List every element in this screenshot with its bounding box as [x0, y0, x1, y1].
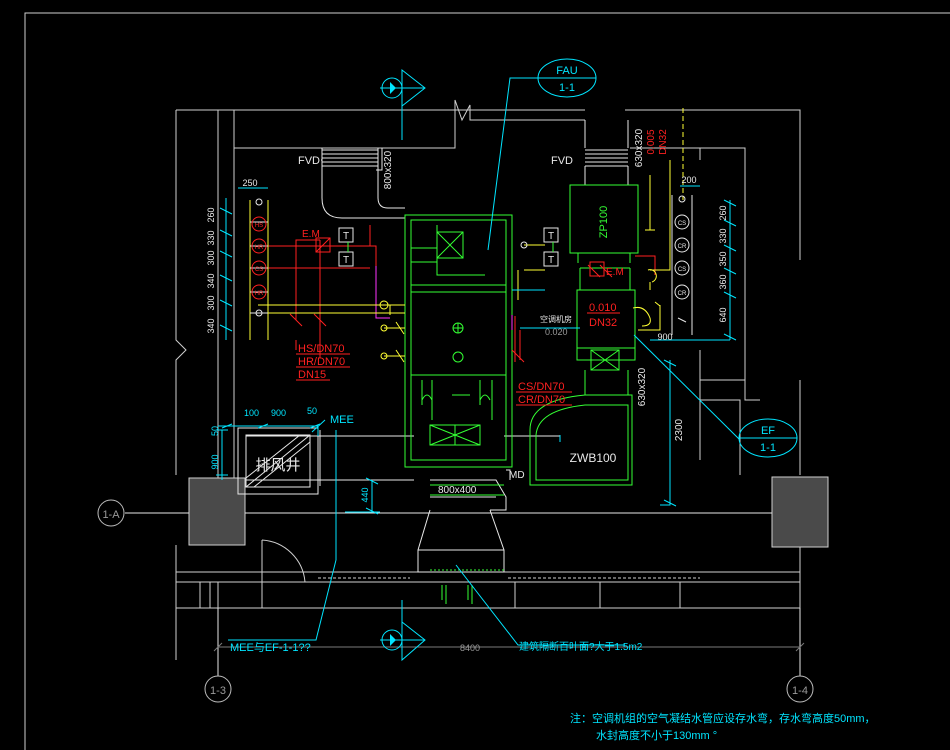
dim-50: 50: [307, 406, 317, 416]
dim-left: 300: [206, 295, 216, 310]
silencer-zp100: [569, 184, 639, 290]
dim-left: 300: [206, 250, 216, 265]
yellow-piping: [258, 108, 684, 363]
dim-right: 360: [718, 274, 728, 289]
pipe-tag-right: CR: [678, 291, 687, 297]
dim-right: 350: [718, 251, 728, 266]
dim-440: 440: [360, 487, 370, 502]
pipe-tag-right: CS: [678, 267, 686, 273]
fan-box: [576, 289, 636, 395]
fvd-right-label: FVD: [551, 155, 573, 167]
duct-size-800x320: 800x320: [383, 150, 394, 189]
pipe-tag-right: CS: [678, 221, 686, 227]
dim-right: 640: [718, 307, 728, 322]
hr-label: HR/DN70: [298, 356, 345, 368]
fau-label-top: FAU: [556, 65, 577, 77]
vent-note: 建筑隔断百叶面?大于1.5m2: [519, 640, 643, 653]
building-walls: [175, 99, 829, 660]
duct-size-630x320-top: 630x320: [634, 128, 645, 167]
note-line-1: 注：空调机组的空气凝结水管应设存水弯，存水弯高度50mm，: [570, 711, 876, 725]
hs-label: HS/DN70: [298, 343, 344, 355]
dim-left: 340: [206, 318, 216, 333]
t-sensor-label: T: [548, 255, 554, 266]
t-sensor-label: T: [548, 231, 554, 242]
water-pipes: [258, 225, 656, 363]
ef-label-bottom: 1-1: [760, 442, 776, 454]
dim-left-250: 250: [242, 178, 257, 188]
dim-right-200: 200: [681, 175, 696, 185]
dn15-label: DN15: [298, 369, 326, 381]
slope-0010: 0.010: [589, 302, 617, 314]
duct-size-800x400: 800x400: [438, 485, 477, 496]
t-sensor-label: T: [343, 255, 349, 266]
cs-label: CS/DN70: [518, 381, 564, 393]
t-sensor-boxes: [338, 227, 559, 267]
axis-label-1a: 1-A: [102, 509, 120, 521]
dn32-label: DN32: [589, 317, 617, 329]
section-marker-top: [380, 68, 426, 140]
dim-900v: 900: [210, 454, 220, 469]
em-left-label: E.M: [302, 229, 320, 240]
zwb100-label: ZWB100: [570, 451, 617, 465]
mee-note: MEE与EF-1-1??: [230, 641, 311, 654]
dim-2300: 2300: [674, 418, 685, 441]
pipe-dn32-top: DN32: [658, 129, 669, 155]
fvd-left-label: FVD: [298, 155, 320, 167]
dim-8400: 8400: [460, 643, 480, 653]
room-note: 空调机房: [540, 314, 572, 324]
em-right-label: E.M: [606, 267, 624, 278]
note-line-2: 水封高度不小于130mm °: [596, 728, 717, 742]
fau-label-bottom: 1-1: [559, 82, 575, 94]
axis-bubble-14: [786, 675, 814, 703]
pipe-tag-left: HR: [255, 245, 264, 251]
dim-left: 330: [206, 230, 216, 245]
slope-0020: 0.020: [545, 327, 568, 337]
dim-left: 340: [206, 273, 216, 288]
dim-100: 100: [244, 408, 259, 418]
dim-right-900: 900: [657, 332, 672, 342]
pipe-tag-left: HS: [255, 223, 263, 229]
air-handling-unit: [404, 214, 513, 604]
silencer-zwb100: [529, 394, 633, 486]
slope-0005: 0.005: [646, 129, 657, 154]
md-label: MD: [509, 470, 525, 481]
dim-right: 260: [718, 205, 728, 220]
drawing-frame: [24, 12, 950, 750]
dim-left: 260: [206, 207, 216, 222]
condensate-pipe: [375, 266, 513, 330]
mee-label: MEE: [330, 414, 354, 426]
axis-grid: [97, 499, 814, 703]
axis-bubble-13: [204, 675, 232, 703]
left-pipe-riser: [219, 187, 269, 340]
t-sensor-label: T: [343, 231, 349, 242]
duct-work: [246, 120, 629, 573]
dim-50v: 50: [210, 426, 220, 436]
dim-900: 900: [271, 408, 286, 418]
axis-label-14: 1-4: [792, 685, 808, 697]
axis-bubble-1a: [97, 499, 125, 527]
pipe-tag-right: CR: [678, 244, 687, 250]
cr-label: CR/DN70: [518, 394, 565, 406]
axis-label-13: 1-3: [210, 685, 226, 697]
zp100-label: ZP100: [598, 206, 610, 238]
right-pipe-riser: [650, 185, 737, 341]
section-marker-bottom: [380, 600, 426, 662]
callout-leaders: [216, 77, 741, 646]
exhaust-shaft: [237, 427, 319, 495]
fau-callout: [537, 58, 597, 98]
dim-right: 330: [718, 228, 728, 243]
ef-label-top: EF: [761, 425, 775, 437]
ef-callout: [738, 418, 798, 458]
pipe-tag-left: HR: [255, 291, 264, 297]
exhaust-shaft-label: 排风井: [255, 457, 300, 474]
duct-size-630x320-side: 630x320: [637, 367, 648, 406]
pipe-tag-left: CS: [255, 267, 263, 273]
